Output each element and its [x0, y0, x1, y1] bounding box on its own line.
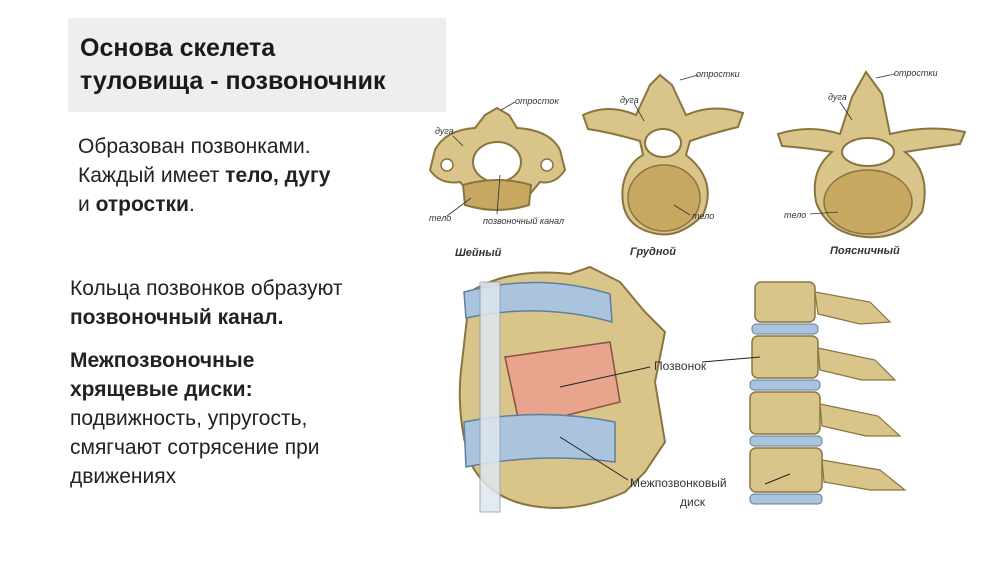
p2-line2-bold: позвоночный канал.: [70, 306, 284, 329]
p3-line1-bold: Межпозвоночные: [70, 349, 255, 372]
thoracic-label-arch: дуга: [620, 95, 639, 105]
lumbar-label-arch: дуга: [828, 92, 847, 102]
spine-column: [749, 281, 907, 505]
cervical-vertebra-illustration: отросток дуга тело позвоночный канал Шей…: [428, 96, 567, 259]
paragraph-discs: Межпозвоночные хрящевые диски: подвижнос…: [70, 346, 430, 491]
cervical-label-process: отросток: [515, 96, 559, 106]
p3-line3: подвижность, упругость,: [70, 407, 308, 430]
lumbar-caption: Поясничный: [830, 245, 900, 257]
thoracic-caption: Грудной: [630, 246, 676, 258]
figure-thoracic-vertebra: отростки дуга тело Грудной: [578, 65, 758, 265]
cervical-caption: Шейный: [455, 247, 502, 259]
spine-segment-illustration: Позвонок Межпозвонковый диск: [458, 265, 907, 513]
figure-cervical-vertebra: отросток дуга тело позвоночный канал Шей…: [405, 90, 590, 265]
title-line-2: туловища - позвоночник: [80, 67, 386, 95]
thoracic-vertebra-illustration: отростки дуга тело Грудной: [581, 69, 745, 258]
cervical-label-body: тело: [429, 213, 451, 223]
p1-line3-plain: и: [78, 193, 96, 216]
p2-line1: Кольца позвонков образуют: [70, 277, 343, 300]
title-box: Основа скелета туловища - позвоночник: [68, 18, 446, 112]
cervical-label-canal: позвоночный канал: [483, 216, 564, 226]
p1-line3-end: .: [188, 193, 195, 216]
label-disc-line2: диск: [680, 495, 706, 509]
thoracic-label-body: тело: [692, 211, 714, 221]
p1-line2-plain: Каждый имеет: [78, 164, 226, 187]
p3-line5: движениях: [70, 465, 177, 488]
p1-line3-bold: отростки: [95, 193, 189, 216]
paragraph-vertebrae: Образован позвонками. Каждый имеет тело,…: [78, 132, 408, 219]
title-line-1: Основа скелета: [80, 34, 276, 62]
label-vertebra: Позвонок: [654, 359, 707, 373]
figure-spine-segment: Позвонок Межпозвонковый диск: [450, 262, 920, 527]
p1-line2-bold: тело, дугу: [225, 164, 331, 187]
p1-line1: Образован позвонками.: [78, 135, 311, 158]
lumbar-vertebra-illustration: отростки дуга тело Поясничный: [776, 68, 967, 257]
label-disc-line1: Межпозвонковый: [630, 476, 727, 490]
paragraph-canal: Кольца позвонков образуют позвоночный ка…: [70, 274, 430, 332]
lumbar-label-processes: отростки: [894, 68, 938, 78]
thoracic-label-processes: отростки: [696, 69, 740, 79]
slide-title: Основа скелета туловища - позвоночник: [80, 32, 386, 98]
p3-line2-bold: хрящевые диски:: [70, 378, 253, 401]
cervical-label-arch: дуга: [435, 126, 454, 136]
p3-line4: смягчают сотрясение при: [70, 436, 320, 459]
figure-lumbar-vertebra: отростки дуга тело Поясничный: [770, 62, 985, 267]
lumbar-label-body: тело: [784, 210, 806, 220]
